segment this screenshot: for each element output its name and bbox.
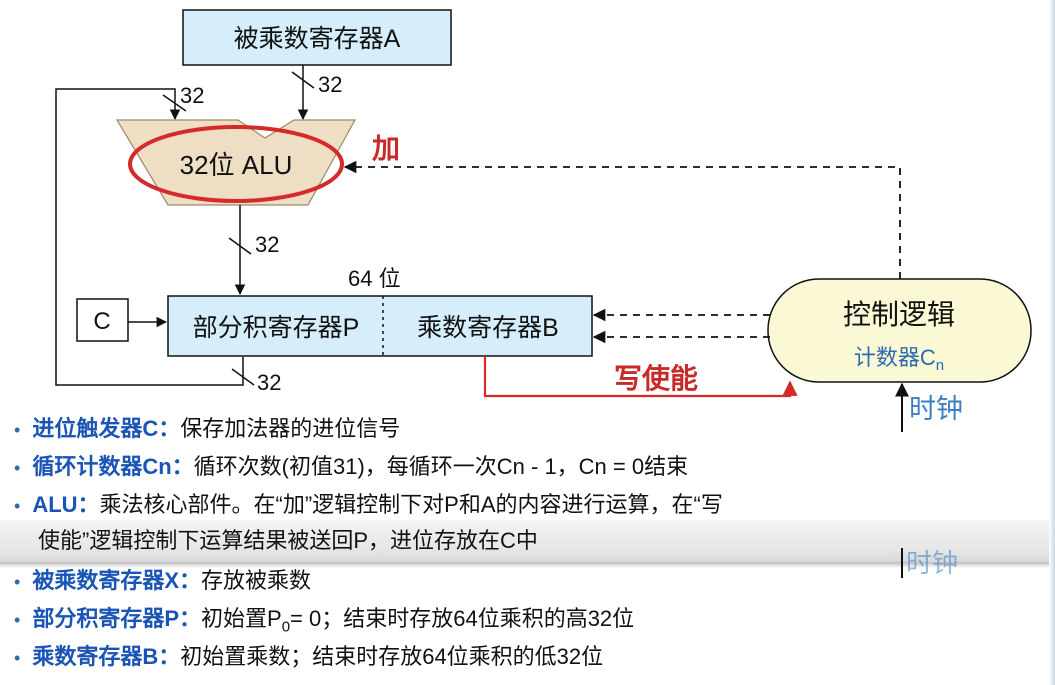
write-enable-label: 写使能 bbox=[614, 363, 698, 394]
bullet-desc: 初始置P0= 0；结束时存放64位乘积的高32位 bbox=[201, 606, 635, 635]
bullet-desc: 保存加法器的进位信号 bbox=[180, 416, 401, 441]
faded-clock-label: 时钟 bbox=[906, 548, 959, 578]
bullet-multiplier-register: • 乘数寄存器B：初始置乘数；结束时存放64位乘积的低32位 bbox=[14, 642, 603, 673]
bullet-desc: 存放被乘数 bbox=[201, 568, 312, 593]
bullet-dot: • bbox=[14, 458, 21, 478]
bullet-desc: 初始置乘数；结束时存放64位乘积的低32位 bbox=[180, 644, 604, 669]
multiplier-register-label: 乘数寄存器B bbox=[417, 314, 559, 342]
desc-post: = 0；结束时存放64位乘积的高32位 bbox=[290, 606, 635, 631]
bullet-multiplicand-register: • 被乘数寄存器X：存放被乘数 bbox=[14, 566, 311, 597]
bullet-term: 乘数寄存器B： bbox=[32, 644, 181, 669]
counter-label: 计数器Cn bbox=[854, 345, 944, 374]
bus-width-label: 32 bbox=[318, 72, 342, 97]
carry-flipflop-box bbox=[76, 298, 129, 342]
bus-width-label: 32 bbox=[257, 370, 281, 395]
clock-label: 时钟 bbox=[909, 394, 963, 424]
bullet-term: 循环计数器Cn： bbox=[32, 454, 194, 479]
bullet-alu: • ALU：乘法核心部件。在“加”逻辑控制下对P和A的内容进行运算，在“写 bbox=[14, 490, 723, 521]
alu-shape bbox=[115, 119, 357, 206]
bullet-loop-counter: • 循环计数器Cn：循环次数(初值31)，每循环一次Cn - 1，Cn = 0结束 bbox=[14, 452, 688, 483]
control-logic-label: 控制逻辑 bbox=[843, 299, 955, 330]
bullet-term: ALU： bbox=[32, 492, 100, 517]
bullet-term: 部分积寄存器P： bbox=[32, 606, 201, 631]
bullet-term: 被乘数寄存器X： bbox=[32, 568, 201, 593]
bus-width-label: 32 bbox=[255, 232, 279, 257]
bus-width-tick bbox=[291, 71, 315, 89]
bullet-dot: • bbox=[14, 610, 21, 630]
bullet-carry-flipflop: • 进位触发器C：保存加法器的进位信号 bbox=[14, 414, 400, 445]
bus-width-tick bbox=[162, 94, 187, 112]
bullet-desc: 循环次数(初值31)，每循环一次Cn - 1，Cn = 0结束 bbox=[193, 454, 689, 479]
bus-width-tick bbox=[228, 237, 252, 255]
feedback-path-p-to-alu bbox=[55, 88, 244, 386]
multiplicand-register-label: 被乘数寄存器A bbox=[234, 25, 401, 53]
bullet-dot: • bbox=[14, 420, 21, 440]
desc-pre: 初始置P bbox=[201, 606, 282, 631]
bullet-dot: • bbox=[14, 572, 21, 592]
product-register-box bbox=[167, 295, 593, 357]
bullet-partial-product-register: • 部分积寄存器P：初始置P0= 0；结束时存放64位乘积的高32位 bbox=[14, 604, 634, 642]
bullet-desc: 使能”逻辑控制下运算结果被送回P，进位存放在C中 bbox=[38, 528, 538, 553]
overlay-band-shadow bbox=[0, 562, 1055, 568]
carry-flipflop-label: C bbox=[93, 308, 110, 335]
counter-subscript: n bbox=[936, 357, 944, 374]
add-signal-label: 加 bbox=[372, 133, 400, 164]
counter-prefix: 计数器C bbox=[854, 345, 936, 370]
write-enable-signal bbox=[483, 356, 798, 398]
alu-highlight-ellipse bbox=[128, 125, 344, 203]
multiplicand-register-box bbox=[182, 9, 452, 66]
multiplier-block-diagram: 被乘数寄存器A 32 32 32 32位 ALU 加 32 64 位 部分积寄存… bbox=[55, 9, 1032, 432]
partial-product-register-label: 部分积寄存器P bbox=[193, 314, 360, 342]
bullet-dot: • bbox=[14, 496, 21, 516]
bullet-alu-continuation: 使能”逻辑控制下运算结果被送回P，进位存放在C中 bbox=[38, 526, 538, 556]
slide-right-edge bbox=[1049, 0, 1055, 685]
product-width-label: 64 位 bbox=[348, 266, 401, 291]
alu-label: 32位 ALU bbox=[180, 150, 293, 180]
desc-subscript: 0 bbox=[281, 618, 291, 636]
overlay-band bbox=[0, 520, 1055, 562]
bullet-desc: 乘法核心部件。在“加”逻辑控制下对P和A的内容进行运算，在“写 bbox=[99, 492, 723, 517]
bus-width-label: 32 bbox=[180, 83, 204, 108]
bullet-term: 进位触发器C： bbox=[32, 416, 181, 441]
faded-clock-line bbox=[901, 548, 903, 578]
bus-width-tick bbox=[231, 368, 255, 386]
control-add-signal bbox=[343, 160, 901, 279]
bullet-dot: • bbox=[14, 648, 21, 668]
